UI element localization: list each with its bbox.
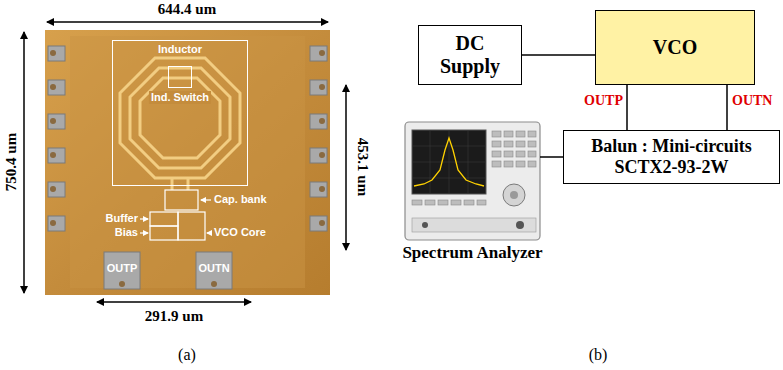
node-text: Spectrum Analyzer	[402, 243, 542, 263]
analyzer-instrument: Spectrum Analyzer	[405, 122, 540, 240]
pin-name: OUTP	[107, 262, 138, 275]
leader-arrows	[140, 200, 212, 233]
connector-line	[540, 156, 563, 158]
panel-label: (b)	[589, 345, 608, 364]
signal-name: OUTP	[584, 93, 623, 110]
die-photo	[45, 30, 330, 295]
circuit-blocks	[150, 190, 205, 240]
supply-box: DC Supply	[418, 25, 522, 85]
block-name: Buffer	[106, 212, 138, 225]
dimension-label: 453.1 um	[354, 138, 372, 196]
connector-line	[626, 85, 628, 130]
signal-name: OUTN	[732, 93, 772, 110]
dimension-label: 644.4 um	[158, 0, 216, 18]
connector-line	[726, 85, 728, 130]
inductor-region: InductorInd. Switch	[112, 40, 248, 186]
spectrum-analyzer-picture	[405, 122, 540, 240]
node-text: Inductor	[113, 43, 247, 56]
node-text: VCO	[653, 36, 697, 59]
dimension-arrows	[24, 22, 346, 302]
block-name: VCO Core	[214, 226, 266, 239]
dimension-label: 291.9 um	[145, 307, 203, 325]
panel-label: (a)	[178, 345, 196, 364]
node-text: Balun : Mini-circuits SCTX2-93-2W	[570, 136, 773, 177]
node-text: DC Supply	[425, 32, 515, 78]
wire-bonds	[50, 50, 325, 287]
balun-box: Balun : Mini-circuits SCTX2-93-2W	[563, 130, 780, 184]
pin-name: OUTN	[198, 262, 229, 275]
switch-region: Ind. Switch	[168, 66, 192, 88]
vco-box: VCO	[595, 10, 755, 85]
block-name: Bias	[115, 226, 138, 239]
block-name: Cap. bank	[214, 193, 267, 206]
bond-pads	[48, 46, 327, 289]
node-text: Ind. Switch	[149, 91, 211, 104]
dimension-label: 750.4 um	[2, 133, 20, 191]
die-core	[70, 36, 305, 288]
connector-line	[522, 54, 595, 56]
inductor-spiral	[120, 58, 240, 190]
